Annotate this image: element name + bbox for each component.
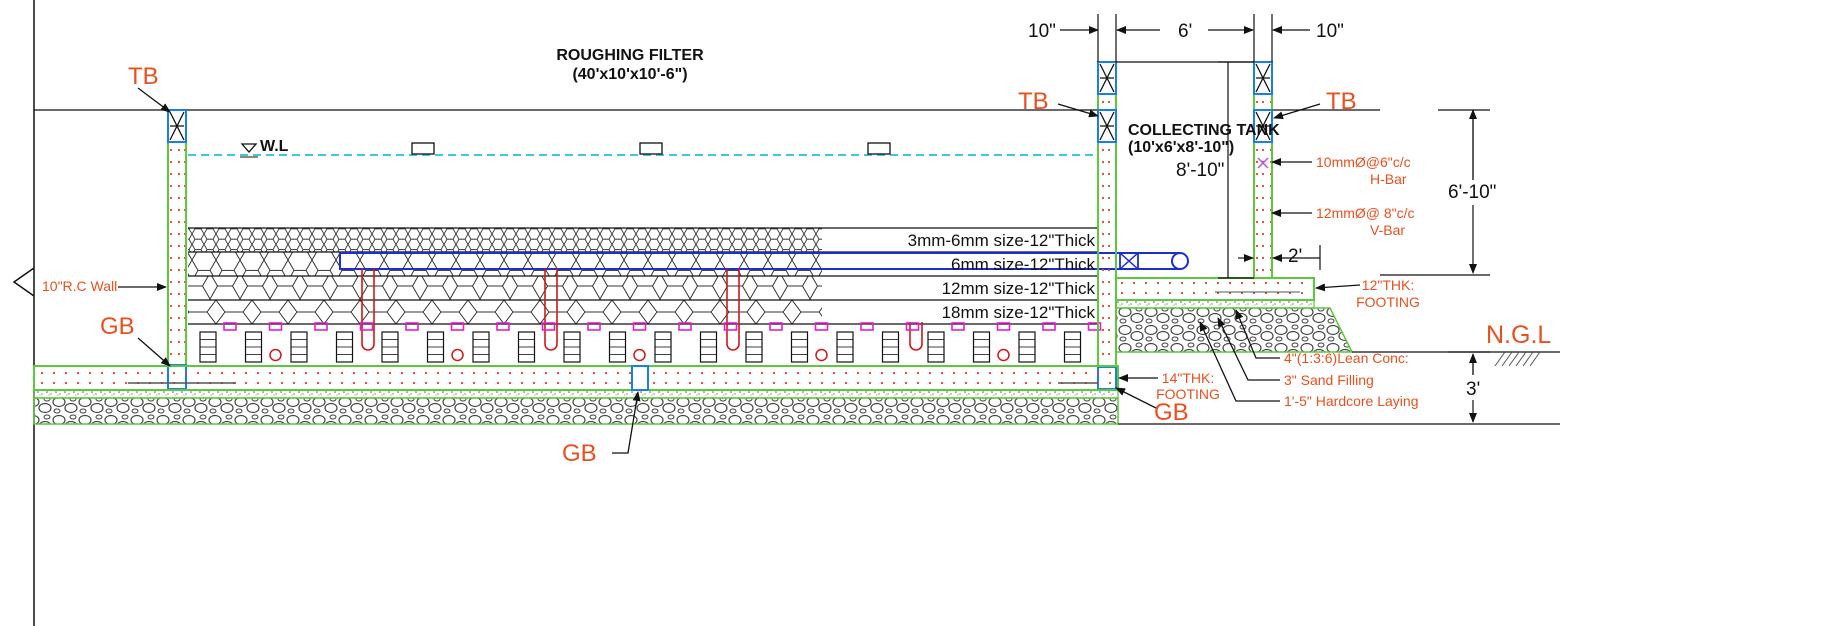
layer-label: 18mm size-12"Thick xyxy=(942,303,1096,322)
middle-wall xyxy=(1097,61,1117,390)
water-level-symbol xyxy=(240,143,258,153)
spacer-marker xyxy=(678,322,692,331)
drain-hole xyxy=(269,348,282,362)
drain-hole xyxy=(451,348,464,362)
v-bar-label: 12mmØ@ 8"c/c xyxy=(1316,205,1415,221)
rc-wall-label: 10"R.C Wall xyxy=(42,278,117,294)
spacer-marker xyxy=(996,322,1011,331)
diagram-subtitle: (40'x10'x10'-6") xyxy=(572,66,687,83)
spacer-marker xyxy=(223,322,237,331)
drain-hole xyxy=(815,348,828,362)
lean-concrete-label: 4"(1:3:6)Lean Conc: xyxy=(1284,350,1409,366)
tank-footing xyxy=(1115,277,1354,353)
ngl-label: N.G.L xyxy=(1486,321,1551,349)
footing-12-label-b: FOOTING xyxy=(1356,294,1420,310)
main-footing xyxy=(33,365,1119,425)
outlet-pipe xyxy=(339,252,1189,270)
spacer-marker xyxy=(314,322,328,331)
tb-callout-left: TB xyxy=(128,63,159,90)
spacer-marker xyxy=(359,322,374,331)
underdrain-blocks xyxy=(199,322,1102,363)
dim-below-ground: 3' xyxy=(1466,379,1480,400)
dim-tank-width: 6' xyxy=(1178,21,1192,42)
water-level-label: W.L xyxy=(260,138,289,155)
spacer-marker xyxy=(587,322,601,331)
spacer-marker xyxy=(723,322,738,331)
spacer-marker xyxy=(814,322,829,331)
dim-step: 2' xyxy=(1288,246,1302,267)
spacer-marker xyxy=(860,322,874,331)
spacer-marker xyxy=(632,322,647,331)
h-bar-label-b: H-Bar xyxy=(1370,171,1407,187)
gb-callout-left: GB xyxy=(100,313,135,340)
hardcore-label: 1'-5" Hardcore Laying xyxy=(1284,393,1419,409)
top-dimensions xyxy=(1060,14,1490,423)
footing-14-label: 14"THK: xyxy=(1162,370,1214,386)
tb-callout-right: TB xyxy=(1326,88,1357,115)
spacer-marker xyxy=(268,322,283,331)
spacer-marker xyxy=(541,322,556,331)
drain-hole xyxy=(633,348,646,362)
v-bar-label-b: V-Bar xyxy=(1370,222,1405,238)
gb-callout-bottom: GB xyxy=(562,440,597,467)
spacer-marker xyxy=(769,322,783,331)
layer-label: 12mm size-12"Thick xyxy=(942,279,1096,298)
tank-title: COLLECTING TANK xyxy=(1128,122,1280,139)
spacer-marker xyxy=(905,322,920,331)
h-bar-label: 10mmØ@6"c/c xyxy=(1316,154,1411,170)
layer-label: 3mm-6mm size-12"Thick xyxy=(908,231,1096,250)
tb-callout-mid: TB xyxy=(1018,88,1049,115)
footing-14-label-b: FOOTING xyxy=(1156,386,1220,402)
spacer-marker xyxy=(1042,322,1056,331)
dim-tank-depth: 8'-10" xyxy=(1176,160,1224,181)
ngl-hatch xyxy=(1494,351,1541,367)
spacer-marker xyxy=(405,322,419,331)
filter-media xyxy=(188,227,1098,325)
right-wall xyxy=(1253,61,1273,279)
drain-pipes xyxy=(361,268,923,351)
leader-lines xyxy=(118,87,1361,454)
tank-size: (10'x6'x8'-10") xyxy=(1128,139,1234,156)
dim-overall-height: 6'-10" xyxy=(1448,182,1496,203)
dim-wall-left: 10" xyxy=(1028,21,1056,42)
footing-12-label: 12"THK: xyxy=(1362,277,1414,293)
left-wall xyxy=(167,109,187,390)
gb-callout-right: GB xyxy=(1154,399,1189,426)
sand-filling-label: 3" Sand Filling xyxy=(1284,372,1374,388)
break-symbol xyxy=(12,267,35,297)
drain-hole xyxy=(997,348,1010,362)
layer-label: 6mm size-12"Thick xyxy=(951,255,1095,274)
spacer-marker xyxy=(951,322,965,331)
dim-wall-right: 10" xyxy=(1316,21,1344,42)
diagram-title: ROUGHING FILTER xyxy=(556,47,704,64)
spacer-marker xyxy=(450,322,465,331)
spacer-marker xyxy=(496,322,510,331)
